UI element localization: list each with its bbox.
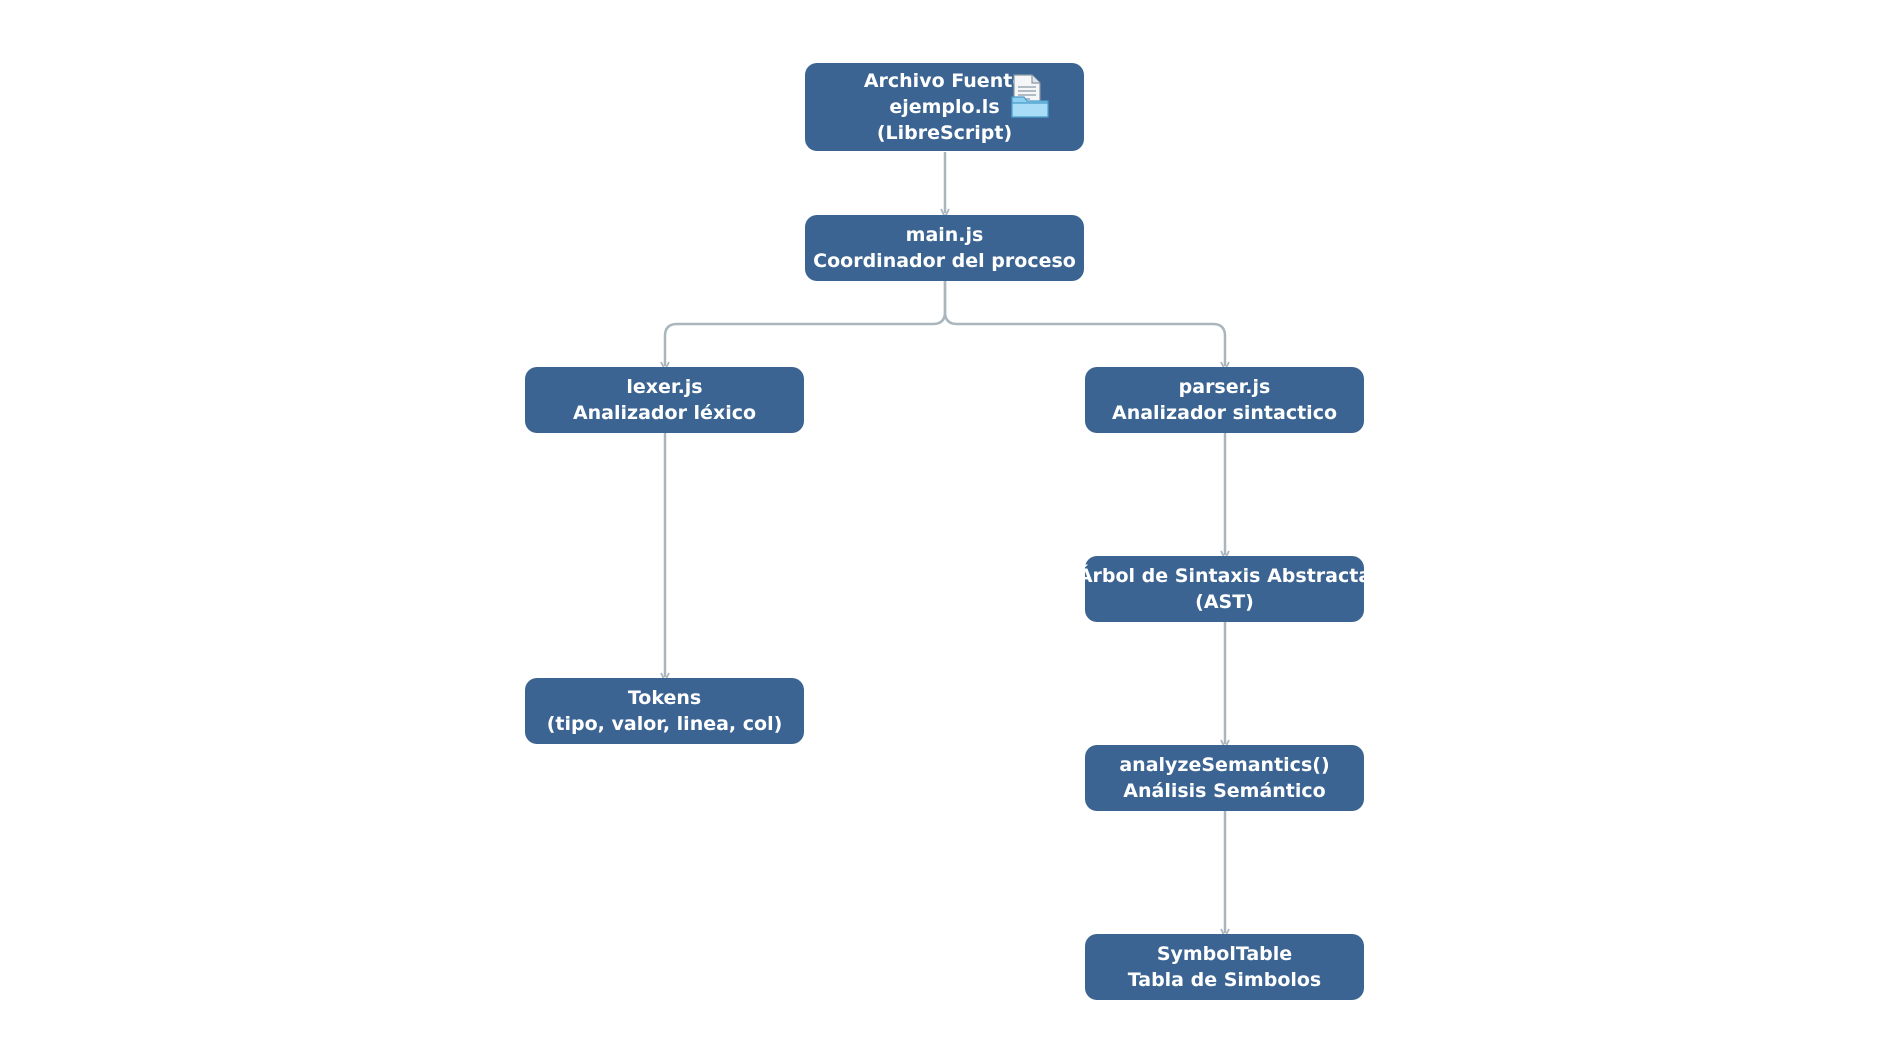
node-parser[interactable]: parser.js Analizador sintactico — [1085, 367, 1364, 433]
node-source-file-line2: ejemplo.ls — [889, 96, 1000, 118]
node-main-line1: main.js — [905, 224, 984, 246]
node-source-file-line1: Archivo Fuente — [863, 70, 1026, 92]
node-tokens-line1: Tokens — [627, 687, 702, 709]
node-symbol-table-line1: SymbolTable — [1156, 943, 1293, 965]
node-ast[interactable]: Árbol de Sintaxis Abstracta (AST) — [1078, 556, 1371, 622]
node-parser-line2: Analizador sintactico — [1111, 402, 1338, 424]
node-source-file-line3: (LibreScript) — [876, 122, 1013, 144]
node-source-file[interactable]: Archivo Fuente ejemplo.ls (LibreScript) — [805, 63, 1084, 151]
node-lexer[interactable]: lexer.js Analizador léxico — [525, 367, 804, 433]
edge-main-to-lexer — [665, 281, 947, 366]
node-ast-line1: Árbol de Sintaxis Abstracta — [1077, 565, 1372, 587]
edge-main-to-parser — [943, 281, 1225, 366]
document-folder-icon — [1011, 74, 1049, 118]
node-semantics[interactable]: analyzeSemantics() Análisis Semántico — [1085, 745, 1364, 811]
node-semantics-line2: Análisis Semántico — [1123, 780, 1326, 802]
node-main[interactable]: main.js Coordinador del proceso — [805, 215, 1084, 281]
node-lexer-line2: Analizador léxico — [572, 402, 757, 424]
node-symbol-table-line2: Tabla de Simbolos — [1127, 969, 1322, 991]
node-tokens-line2: (tipo, valor, linea, col) — [546, 713, 783, 735]
node-tokens[interactable]: Tokens (tipo, valor, linea, col) — [525, 678, 804, 744]
node-ast-line2: (AST) — [1195, 591, 1254, 613]
node-semantics-line1: analyzeSemantics() — [1119, 754, 1330, 776]
node-symbol-table[interactable]: SymbolTable Tabla de Simbolos — [1085, 934, 1364, 1000]
node-lexer-line1: lexer.js — [626, 376, 703, 398]
node-main-line2: Coordinador del proceso — [813, 250, 1076, 272]
node-parser-line1: parser.js — [1178, 376, 1271, 398]
